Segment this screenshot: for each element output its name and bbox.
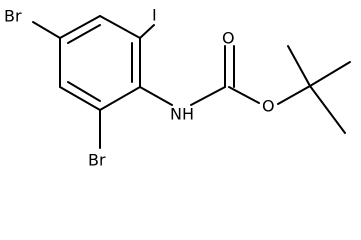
atom-label-nh: NH (170, 105, 194, 124)
ring-bond-c1-c2 (59, 15, 101, 39)
ring-bond-c5-c6 (59, 86, 101, 111)
ring-bond-c4-c5 (99, 86, 141, 111)
tbu-bond-right (309, 61, 351, 87)
atom-label-iodine: I (152, 6, 157, 25)
atom-label-br-top: Br (4, 7, 22, 26)
benzene-ring (59, 15, 141, 111)
atom-label-ester-o: O (262, 97, 275, 116)
bond-c3-i (139, 24, 155, 39)
structure-diagram: Br I Br NH O O (4, 6, 351, 170)
bond-n-c (190, 86, 226, 106)
tert-butyl-group (287, 45, 351, 134)
ring-double-bond-inner-3 (67, 81, 101, 102)
ring-bond-c2-c3 (99, 15, 141, 39)
atom-label-carbonyl-o: O (222, 29, 235, 48)
bond-c-o-ester (228, 86, 260, 104)
tbu-bond-down (309, 85, 346, 134)
ring-double-bond-inner-1 (67, 24, 101, 44)
tbu-bond-up (287, 45, 311, 87)
bond-c4-n (139, 86, 173, 106)
atom-label-br-bottom: Br (88, 151, 106, 170)
bond-o-cq (277, 85, 311, 105)
bond-c1-br (32, 21, 61, 39)
